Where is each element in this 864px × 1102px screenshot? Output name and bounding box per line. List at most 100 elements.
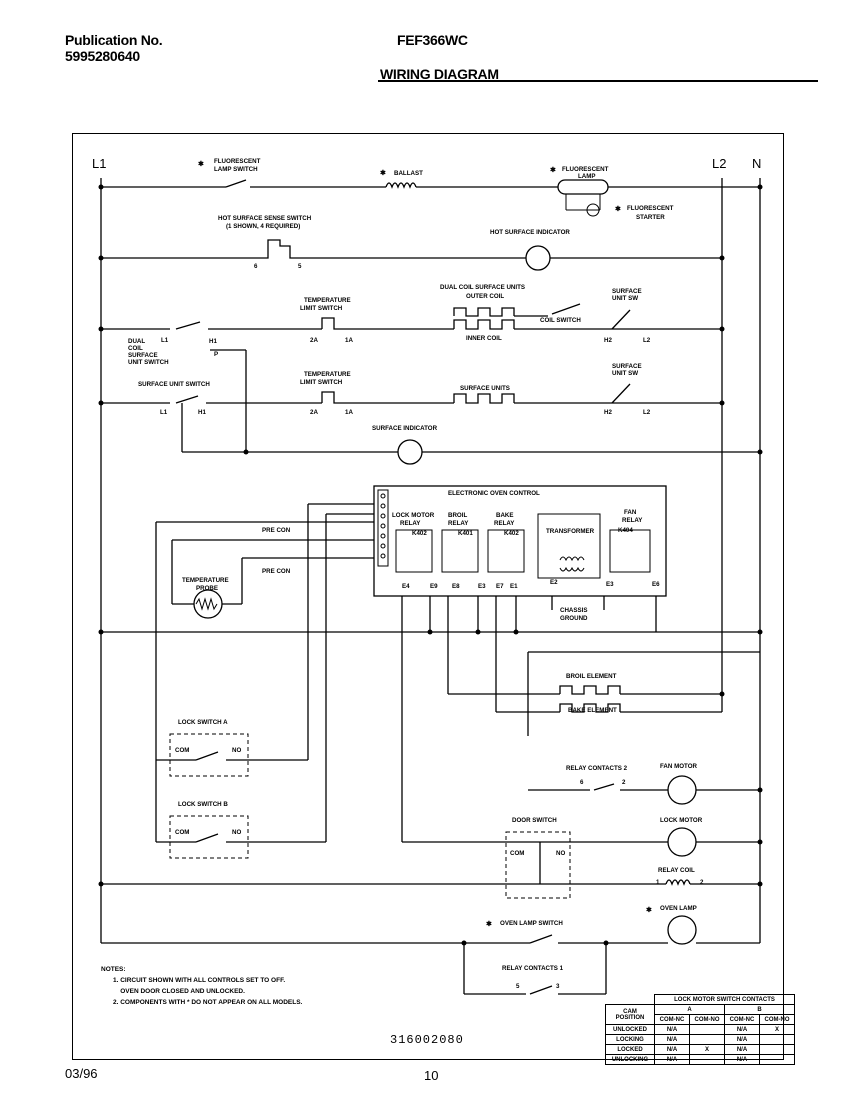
svg-text:PRE CON: PRE CON — [262, 568, 291, 575]
outer-coil — [453, 307, 515, 317]
svg-text:E3: E3 — [478, 583, 486, 590]
svg-text:TEMPERATURE: TEMPERATURE — [304, 297, 351, 304]
svg-text:1A: 1A — [345, 409, 353, 416]
svg-text:UNIT SW: UNIT SW — [612, 295, 638, 302]
svg-text:H2: H2 — [604, 337, 612, 344]
svg-text:E6: E6 — [652, 581, 660, 588]
fan-motor — [667, 775, 697, 805]
svg-text:2A: 2A — [310, 337, 318, 344]
svg-text:P: P — [214, 351, 218, 358]
svg-text:GROUND: GROUND — [560, 615, 588, 622]
svg-text:2A: 2A — [310, 409, 318, 416]
svg-text:H2: H2 — [604, 409, 612, 416]
eoc-connector — [377, 489, 389, 567]
hot-surface-sense-switch — [258, 239, 302, 259]
svg-text:SURFACE: SURFACE — [612, 363, 642, 370]
svg-text:RELAY CONTACTS 1: RELAY CONTACTS 1 — [502, 965, 564, 972]
svg-text:L1: L1 — [161, 337, 169, 344]
svg-text:E3: E3 — [606, 581, 614, 588]
svg-text:RELAY COIL: RELAY COIL — [658, 867, 695, 874]
publication-label: Publication No. — [65, 32, 163, 48]
svg-text:NO: NO — [232, 747, 241, 754]
svg-text:BROIL: BROIL — [448, 512, 467, 519]
transformer-box — [537, 513, 601, 579]
svg-text:BAKE ELEMENT: BAKE ELEMENT — [568, 707, 617, 714]
svg-text:LIMIT SWITCH: LIMIT SWITCH — [300, 305, 343, 312]
svg-text:SURFACE UNITS: SURFACE UNITS — [460, 385, 510, 392]
svg-text:PRE CON: PRE CON — [262, 527, 291, 534]
svg-text:HOT SURFACE SENSE SWITCH: HOT SURFACE SENSE SWITCH — [218, 215, 312, 222]
svg-text:1: 1 — [656, 879, 660, 886]
svg-text:SURFACE: SURFACE — [128, 352, 158, 359]
svg-text:UNIT SW: UNIT SW — [612, 370, 638, 377]
rail-l2-label: L2 — [712, 156, 726, 171]
svg-text:COIL: COIL — [128, 345, 143, 352]
svg-text:BROIL ELEMENT: BROIL ELEMENT — [566, 673, 617, 680]
svg-text:5: 5 — [298, 263, 302, 270]
inner-coil — [453, 319, 515, 330]
ballast-coil — [385, 182, 417, 189]
door-switch — [505, 831, 571, 899]
rail-n-label: N — [752, 156, 761, 171]
svg-text:NO: NO — [556, 850, 565, 857]
svg-text:LAMP: LAMP — [578, 173, 596, 180]
fluorescent-lamp — [557, 179, 609, 195]
rail-l1-label: L1 — [92, 156, 106, 171]
hot-surface-indicator — [525, 245, 551, 271]
page-title: WIRING DIAGRAM — [380, 66, 499, 82]
svg-text:LOCK SWITCH B: LOCK SWITCH B — [178, 801, 228, 808]
svg-text:RELAY: RELAY — [494, 520, 515, 527]
svg-text:RELAY: RELAY — [622, 517, 643, 524]
drawing-number: 316002080 — [390, 1033, 464, 1047]
svg-text:TEMPERATURE: TEMPERATURE — [182, 577, 229, 584]
svg-text:FLUORESCENT: FLUORESCENT — [214, 158, 261, 165]
svg-text:OVEN LAMP SWITCH: OVEN LAMP SWITCH — [500, 920, 563, 927]
svg-text:ELECTRONIC OVEN CONTROL: ELECTRONIC OVEN CONTROL — [448, 490, 540, 497]
svg-text:SURFACE: SURFACE — [612, 288, 642, 295]
surface-unit-sw-1 — [611, 309, 631, 330]
diagram-frame — [72, 133, 784, 1060]
broil-relay — [441, 529, 479, 573]
svg-text:LOCK MOTOR: LOCK MOTOR — [392, 512, 435, 519]
lock-switch-b — [169, 815, 249, 859]
svg-text:FAN: FAN — [624, 509, 637, 516]
svg-text:NO: NO — [232, 829, 241, 836]
fan-relay — [609, 529, 651, 573]
svg-text:✱: ✱ — [646, 906, 652, 914]
svg-text:OUTER COIL: OUTER COIL — [466, 293, 504, 300]
svg-text:UNIT SWITCH: UNIT SWITCH — [128, 359, 169, 366]
svg-text:STARTER: STARTER — [636, 214, 665, 221]
svg-text:✱: ✱ — [198, 160, 204, 168]
publication-number: 5995280640 — [65, 48, 140, 64]
svg-text:E7: E7 — [496, 583, 504, 590]
bake-element — [559, 703, 621, 713]
svg-text:LOCK SWITCH A: LOCK SWITCH A — [178, 719, 228, 726]
lock-switch-a — [169, 733, 249, 777]
table-row: UNLOCKING N/A N/A — [605, 1054, 795, 1065]
temperature-probe — [193, 589, 223, 619]
svg-text:K404: K404 — [618, 527, 633, 534]
lock-motor-relay — [395, 529, 433, 573]
svg-text:COIL SWITCH: COIL SWITCH — [540, 317, 581, 324]
svg-text:DOOR SWITCH: DOOR SWITCH — [512, 817, 557, 824]
svg-text:SURFACE UNIT SWITCH: SURFACE UNIT SWITCH — [138, 381, 210, 388]
svg-text:DUAL: DUAL — [128, 338, 145, 345]
svg-text:✱: ✱ — [486, 920, 492, 928]
title-rule — [378, 80, 818, 82]
svg-text:COM: COM — [510, 850, 524, 857]
svg-text:CHASSIS: CHASSIS — [560, 607, 588, 614]
svg-text:(1 SHOWN, 4 REQUIRED): (1 SHOWN, 4 REQUIRED) — [226, 223, 300, 230]
oven-lamp — [667, 915, 697, 945]
svg-text:LOCK MOTOR: LOCK MOTOR — [660, 817, 703, 824]
svg-text:TRANSFORMER: TRANSFORMER — [546, 528, 595, 535]
electronic-oven-control — [373, 485, 667, 597]
svg-text:INNER COIL: INNER COIL — [466, 335, 502, 342]
svg-text:1A: 1A — [345, 337, 353, 344]
svg-text:OVEN LAMP: OVEN LAMP — [660, 905, 697, 912]
notes: NOTES: 1. CIRCUIT SHOWN WITH ALL CONTROL… — [101, 966, 303, 1006]
surface-units-coil — [453, 393, 515, 404]
